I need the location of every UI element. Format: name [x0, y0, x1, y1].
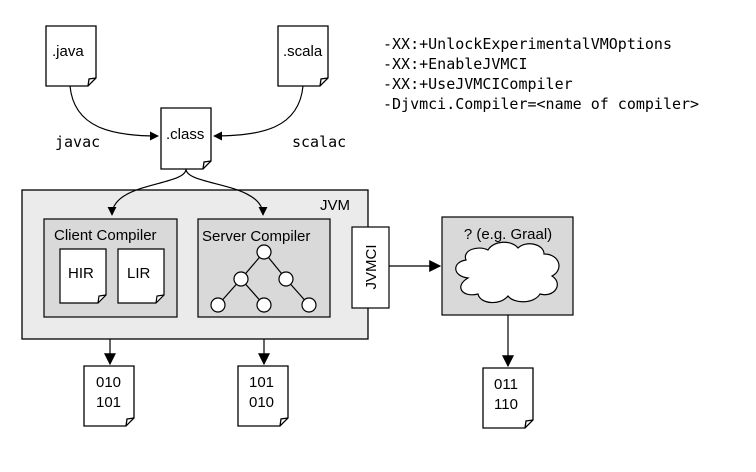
- vm-option: -XX:+UseJVMCICompiler: [383, 75, 573, 93]
- hir-label: HIR: [68, 265, 94, 282]
- cloud-icon: [455, 241, 560, 304]
- jvm-label: JVM: [320, 197, 350, 214]
- external-binary-output: 011 110: [482, 367, 534, 429]
- binary-line: 110: [494, 396, 518, 413]
- tree-graph-icon: [210, 244, 317, 313]
- class-file-label: .class: [166, 126, 204, 143]
- server-compiler-box: Server Compiler: [197, 218, 331, 318]
- vm-option: -XX:+EnableJVMCI: [383, 55, 528, 73]
- binary-line: 101: [96, 394, 121, 411]
- lir-document: LIR: [117, 248, 165, 304]
- class-to-server-arrow: [185, 168, 268, 216]
- server-compiler-label: Server Compiler: [202, 228, 310, 245]
- binary-line: 010: [249, 394, 274, 411]
- binary-line: 010: [96, 374, 121, 391]
- java-file-label: .java: [52, 43, 84, 60]
- hir-document: HIR: [59, 248, 107, 304]
- scala-source-file: .scala: [277, 25, 329, 87]
- class-file: .class: [160, 107, 212, 170]
- client-compiler-label: Client Compiler: [54, 227, 157, 244]
- vm-option: -Djvmci.Compiler=<name of compiler>: [383, 95, 699, 113]
- java-source-file: .java: [45, 25, 97, 87]
- vm-option: -XX:+UnlockExperimentalVMOptions: [383, 35, 672, 53]
- javac-label: javac: [55, 133, 100, 151]
- client-compiler-box: Client Compiler HIR LIR: [43, 218, 178, 318]
- binary-line: 101: [249, 374, 274, 391]
- binary-line: 011: [494, 376, 518, 393]
- vm-options-list: -XX:+UnlockExperimentalVMOptions -XX:+En…: [383, 35, 699, 113]
- scalac-label: scalac: [292, 133, 346, 151]
- lir-label: LIR: [127, 265, 151, 282]
- external-compiler-box: ? (e.g. Graal): [441, 216, 574, 316]
- scalac-arrow: [213, 85, 304, 141]
- scala-file-label: .scala: [283, 43, 323, 60]
- jvmci-box: JVMCI: [351, 226, 390, 309]
- class-to-client-arrow: [107, 168, 187, 216]
- jvmci-label: JVMCI: [363, 245, 380, 290]
- server-binary-output: 101 010: [237, 365, 289, 427]
- external-compiler-label: ? (e.g. Graal): [464, 226, 552, 243]
- client-binary-output: 010 101: [83, 365, 135, 427]
- javac-arrow: [69, 85, 159, 141]
